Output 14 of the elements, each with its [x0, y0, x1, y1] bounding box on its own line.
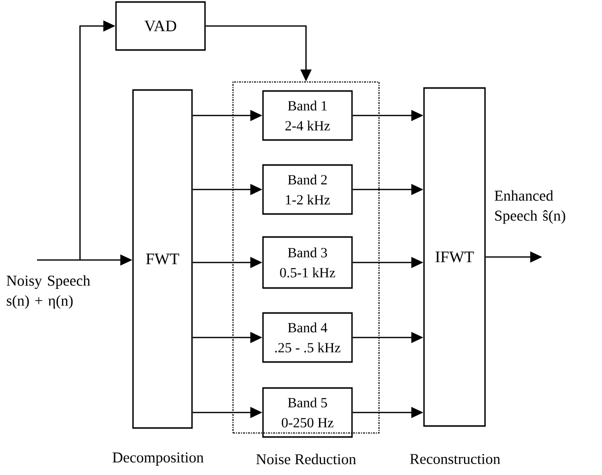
process-box: Band 2 1-2 kHz — [262, 164, 353, 215]
signal-text: Noisy Speech s(n) + η(n) — [6, 275, 90, 309]
process-box: Band 3 0.5-1 kHz — [262, 236, 353, 289]
stage-label: Noise Reduction — [256, 454, 356, 464]
stage-label: Reconstruction — [410, 454, 500, 464]
process-box: VAD — [115, 1, 206, 51]
process-box: Band 1 2-4 kHz — [262, 90, 353, 141]
signal-text: Enhanced Speech ŝ(n) — [494, 190, 566, 224]
process-box: IFWT — [423, 87, 486, 427]
process-box: Band 4 .25 - .5 kHz — [262, 312, 353, 363]
dashed-group-box — [232, 82, 380, 434]
stage-label: Decomposition — [112, 452, 204, 466]
process-box: Band 5 0-250 Hz — [262, 387, 353, 438]
process-box: FWT — [132, 89, 193, 429]
